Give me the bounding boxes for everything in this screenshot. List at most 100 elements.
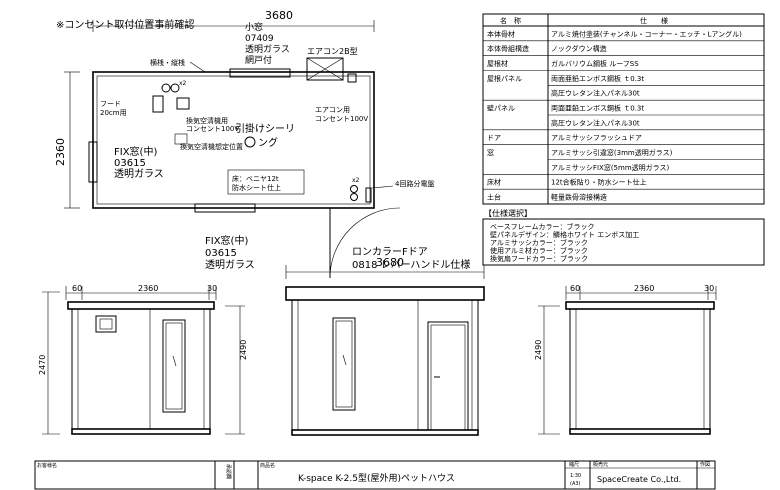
spec-row-name: 床材 — [487, 178, 501, 187]
breaker-label: 4回路分電盤 — [395, 179, 434, 188]
plan-width-dim: 3680 — [265, 9, 293, 22]
spec-row-value: ノックダウン構造 — [551, 44, 607, 53]
small-window-label-2: 07409 — [245, 34, 274, 44]
seller-label: 販売元 — [593, 461, 608, 468]
right-elevation: 60 2360 30 2490 — [534, 284, 717, 435]
hood-label-1: フード — [100, 100, 121, 108]
aircon-label: エアコン2B型 — [307, 47, 358, 56]
bottom-outlet-2 — [350, 193, 358, 201]
option-line-5: 換気扇フードカラー：ブラック — [490, 254, 588, 263]
left-elevation-body — [71, 308, 211, 430]
fix-left-2: 03615 — [114, 158, 146, 169]
spec-row-value: 両面亜鉛エンボス鋼板 ｔ0.3t — [551, 104, 644, 113]
plan-depth-dim: 2360 — [54, 138, 67, 166]
hood-mark — [152, 95, 164, 113]
fan-outlet-1: 換気空清機用 — [186, 116, 228, 125]
spec-row-value: 両面亜鉛エンボス鋼板 ｔ0.3t — [551, 74, 644, 83]
options-box: 【仕様選択】 ベースフレームカラー：ブラック 壁パネルデザイン：鱗格ホワイト エ… — [482, 208, 765, 266]
option-line-3: アルミサッシカラー：ブラック — [490, 238, 588, 247]
spec-row-value: 軽量鉄骨溶接構造 — [551, 193, 607, 202]
fix-bottom-3: 透明ガラス — [205, 259, 255, 271]
spec-row-name: 土台 — [487, 193, 501, 202]
spec-table: 名 称 仕 様 本体骨材 アルミ焼付塗装(チャンネル・コーナー・エッチ・Lアングル… — [482, 13, 765, 205]
customer-label: お客様名 — [37, 462, 57, 469]
fan-position-label: 換気空清機想定位置 — [180, 142, 243, 151]
spec-row-value: 12t合板貼り・防水シート仕上 — [551, 178, 647, 187]
bottom-outlet-1 — [350, 185, 358, 193]
right-top-dim-1: 60 — [570, 284, 580, 293]
small-window-label-4: 網戸付 — [245, 54, 272, 66]
left-top-dim-1: 60 — [72, 284, 82, 293]
fan-outlet-mark-1 — [161, 83, 171, 93]
spec-row-name: 本体骨組構造 — [487, 44, 529, 53]
ceiling-light-1: 引掛けシーリ — [235, 122, 295, 135]
spec-row-value: ガルバリウム鋼板 ルーフSS — [551, 59, 639, 68]
spec-row-value: アルミサッシフラッシュドア — [551, 134, 642, 142]
spec-row-value: アルミサッシFIX窓(5mm透明ガラス) — [551, 163, 669, 172]
small-window-label-1: 小窓 — [245, 21, 263, 33]
hood-label-2: 20cm用 — [100, 109, 127, 117]
options-title: 【仕様選択】 — [484, 208, 532, 218]
fix-window-left — [88, 141, 98, 183]
spec-row-value: アルミサッシ引違窓(3mm透明ガラス) — [551, 148, 673, 157]
spec-header-spec: 仕 様 — [640, 16, 668, 25]
paper-size: (A3) — [570, 481, 581, 487]
front-fix-window — [332, 317, 356, 411]
beam-label: 横桟・縦桟 — [150, 58, 185, 67]
spec-row-name: ドア — [487, 134, 501, 142]
spec-header-name: 名 称 — [500, 16, 521, 25]
right-top-dim-3: 30 — [704, 284, 714, 293]
spec-row-value: 高圧ウレタン注入パネル30t — [551, 118, 640, 127]
scale-value: 1:30 — [570, 473, 581, 479]
option-line-2: 壁パネルデザイン：鱗格ホワイト エンボス加工 — [490, 230, 639, 239]
floor-note-2: 防水シート仕上 — [232, 183, 281, 192]
floor-note-1: 床：ベニヤ12t — [232, 174, 279, 183]
spec-row-value: アルミ焼付塗装(チャンネル・コーナー・エッチ・Lアングル) — [551, 29, 742, 38]
fan-outlet-box — [176, 97, 190, 110]
spec-rows: 本体骨材 アルミ焼付塗装(チャンネル・コーナー・エッチ・Lアングル) 本体骨組構造 ノ… — [483, 29, 764, 202]
title-block: お客様名 承認欄 商品名 K-space K-2.5型(屋外用)ペットハウス 縮… — [34, 460, 716, 490]
fix-left-3: 透明ガラス — [114, 168, 164, 180]
aircon-outlet-mark — [347, 73, 357, 83]
scale-label: 縮尺 — [569, 461, 579, 468]
spec-row-name: 壁パネル — [487, 104, 515, 113]
door-label-1: ロンカラーFドア — [352, 246, 428, 258]
right-top-dim-2: 2360 — [634, 284, 654, 293]
right-elevation-body — [569, 308, 711, 430]
spec-row-name: 窓 — [487, 148, 494, 157]
ceiling-light-2: ング — [258, 136, 278, 149]
fix-bottom-2: 03615 — [205, 248, 237, 259]
left-height-dim: 2470 — [38, 355, 47, 375]
floor-note-box — [227, 169, 305, 195]
left-elevation: 60 2360 30 2470 2490 — [38, 284, 248, 435]
aircon-unit — [306, 57, 344, 81]
left-inner-height-dim: 2490 — [239, 340, 248, 360]
plan-view: ※コンセント取付位置事前確認 3680 2360 小窓 07409 透明ガラス … — [54, 9, 470, 279]
right-height-dim: 2490 — [534, 340, 543, 360]
breaker-mark — [365, 187, 372, 203]
spec-row-name: 本体骨材 — [487, 29, 515, 38]
left-top-dim-3: 30 — [207, 284, 217, 293]
fan-outlet-2: コンセント100V — [186, 125, 239, 133]
fan-outlet-mark-2 — [170, 83, 180, 93]
ceiling-light-icon — [244, 136, 256, 148]
spec-row-name: 屋根パネル — [487, 74, 522, 83]
front-elevation: 3680 — [285, 256, 485, 436]
option-line-1: ベースフレームカラー：ブラック — [490, 222, 594, 231]
product-label: 商品名 — [260, 462, 275, 469]
door-swing-arc — [329, 207, 401, 279]
spec-row-name: 屋根材 — [487, 59, 508, 68]
small-window-label-3: 透明ガラス — [245, 44, 290, 55]
x2-label-b: x2 — [352, 177, 360, 184]
approval-label: 承認欄 — [225, 464, 232, 479]
small-window — [229, 68, 291, 78]
front-elevation-body — [291, 299, 479, 431]
author-label: 作図 — [700, 461, 710, 468]
fix-left-1: FIX窓(中) — [114, 145, 157, 158]
plan-note: ※コンセント取付位置事前確認 — [56, 18, 194, 31]
fan-position-box — [174, 133, 188, 145]
left-top-dim-2: 2360 — [138, 284, 158, 293]
door-label-2: 0818 レバーハンドル仕様 — [352, 258, 470, 271]
fix-bottom-1: FIX窓(中) — [205, 234, 248, 247]
